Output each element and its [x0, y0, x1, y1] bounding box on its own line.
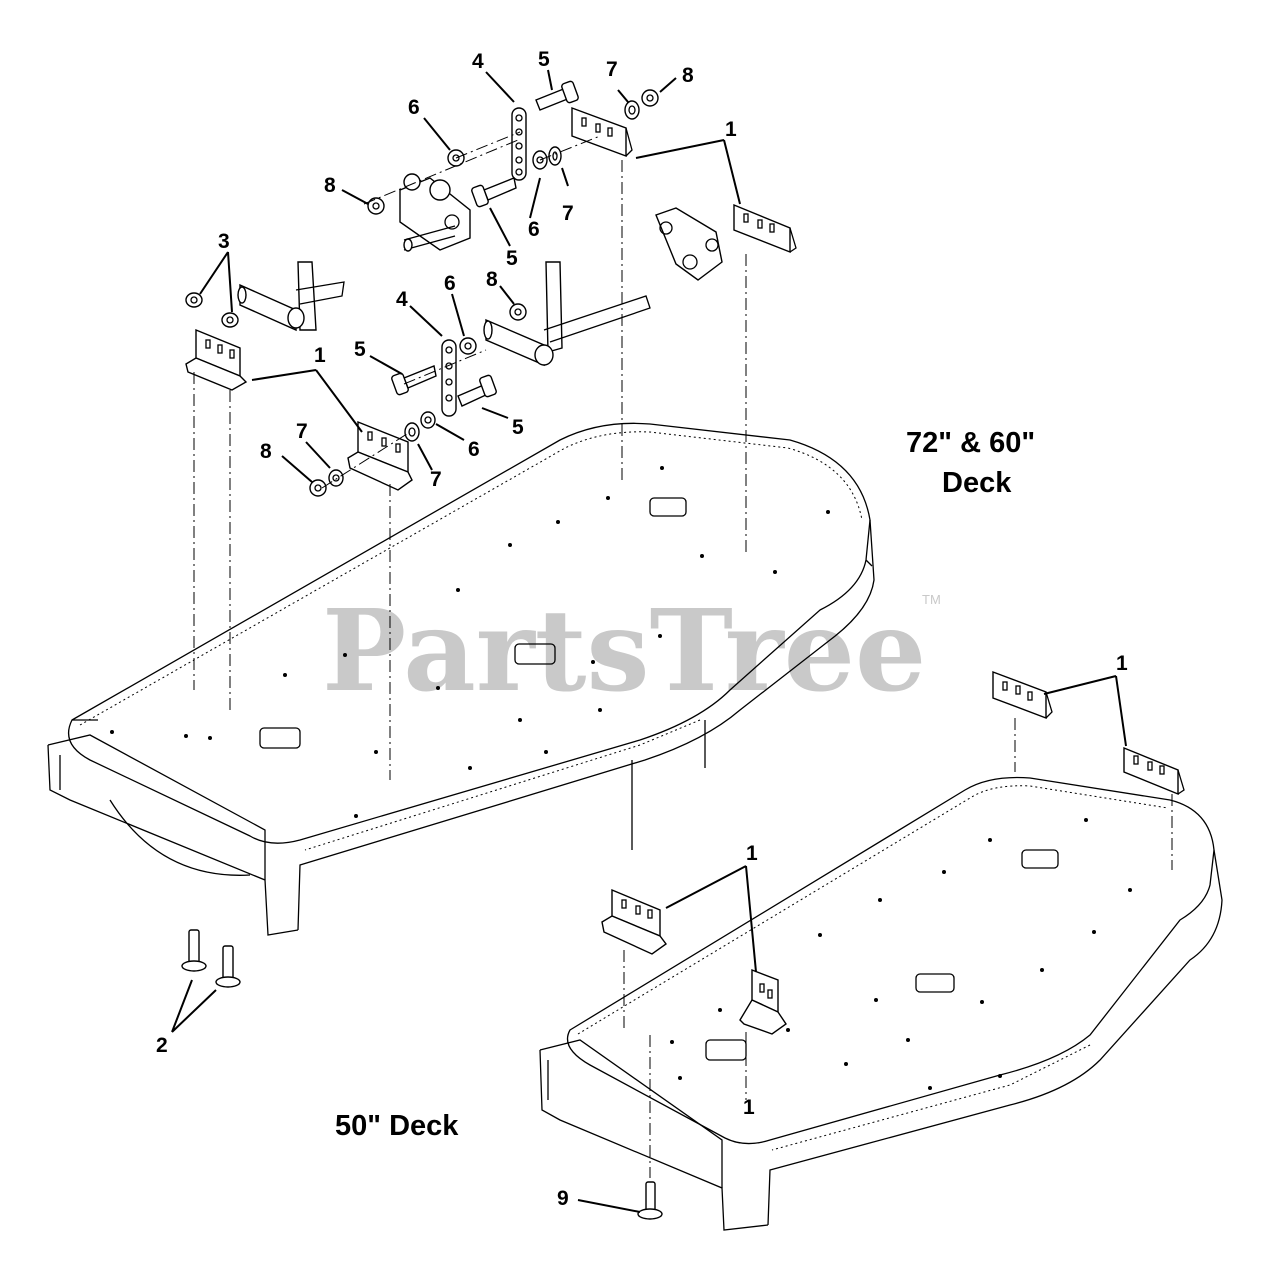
callout-6: 6 [528, 218, 540, 241]
large-deck [47, 422, 875, 936]
large-deck-title-line2: Deck [942, 467, 1012, 499]
callout-8: 8 [260, 440, 272, 463]
callout-1: 1 [743, 1096, 755, 1119]
callout-3: 3 [218, 230, 230, 253]
chain-link-part-4-mid [441, 339, 457, 417]
callout-9: 9 [557, 1187, 569, 1210]
callout-8: 8 [486, 268, 498, 291]
callout-5: 5 [506, 247, 518, 270]
callout-6: 6 [444, 272, 456, 295]
carriage-bolt-part-2 [181, 929, 241, 988]
nut-part-8-a [641, 89, 659, 107]
washer-part-7-d [328, 469, 344, 487]
hanger-assembly-center [483, 261, 651, 367]
nut-part-3-a [185, 292, 203, 308]
nut-part-8-d [309, 479, 327, 497]
bracket-part-1-small-b [1123, 746, 1185, 796]
large-deck-title-line1: 72" & 60" [906, 427, 1035, 459]
bracket-part-1-left [185, 328, 248, 391]
callout-1: 1 [725, 118, 737, 141]
callout-2: 2 [156, 1034, 168, 1057]
callout-5: 5 [538, 48, 550, 71]
callout-8: 8 [324, 174, 336, 197]
bolt-part-5-a [535, 80, 579, 111]
bracket-part-1-top [571, 106, 633, 158]
bracket-part-1-mid [347, 420, 413, 491]
callout-7: 7 [606, 58, 618, 81]
callout-7: 7 [430, 468, 442, 491]
callout-7: 7 [296, 420, 308, 443]
large-deck-holes [110, 466, 830, 818]
nut-part-3-b [221, 312, 239, 328]
bracket-part-1-small-c [601, 888, 667, 955]
small-deck [539, 776, 1223, 1231]
small-deck-title: 50" Deck [335, 1110, 459, 1142]
hanger-assembly-right [655, 207, 723, 281]
nut-part-8-c [509, 303, 527, 321]
watermark-trademark: TM [922, 592, 941, 607]
nut-part-6-c [459, 337, 477, 355]
nut-part-6-d [420, 411, 436, 429]
nut-part-8-b [367, 197, 385, 215]
callout-4: 4 [396, 288, 408, 311]
bracket-part-1-small-d [739, 968, 787, 1035]
bolt-part-5-d [457, 374, 497, 407]
hanger-assembly-upper [399, 173, 471, 252]
callout-1: 1 [314, 344, 326, 367]
assembly-lines [193, 131, 1173, 1178]
bolt-part-5-b [471, 177, 517, 208]
bracket-part-1-small-a [992, 670, 1053, 720]
callout-8: 8 [682, 64, 694, 87]
callout-1: 1 [1116, 652, 1128, 675]
callout-6: 6 [468, 438, 480, 461]
small-deck-holes [670, 818, 1132, 1090]
leader-lines [171, 69, 1127, 1213]
callout-6: 6 [408, 96, 420, 119]
watermark-text: PartsTree [322, 586, 926, 717]
callout-1: 1 [746, 842, 758, 865]
nuts-and-washers [185, 89, 659, 497]
callout-5: 5 [354, 338, 366, 361]
callout-5: 5 [512, 416, 524, 439]
callout-7: 7 [562, 202, 574, 225]
bolt-part-5-c [391, 365, 437, 396]
callout-4: 4 [472, 50, 484, 73]
bolt-part-9 [637, 1181, 663, 1220]
hanger-assembly-left [237, 261, 345, 332]
washer-part-7-c [404, 422, 420, 442]
callout-labels: 1 1 1 1 1 2 3 4 4 5 5 5 5 6 6 6 6 7 7 7 … [156, 48, 1128, 1210]
washer-part-7-a [624, 100, 640, 120]
bracket-part-1-right [733, 203, 797, 254]
chain-link-part-4-top [511, 107, 527, 181]
